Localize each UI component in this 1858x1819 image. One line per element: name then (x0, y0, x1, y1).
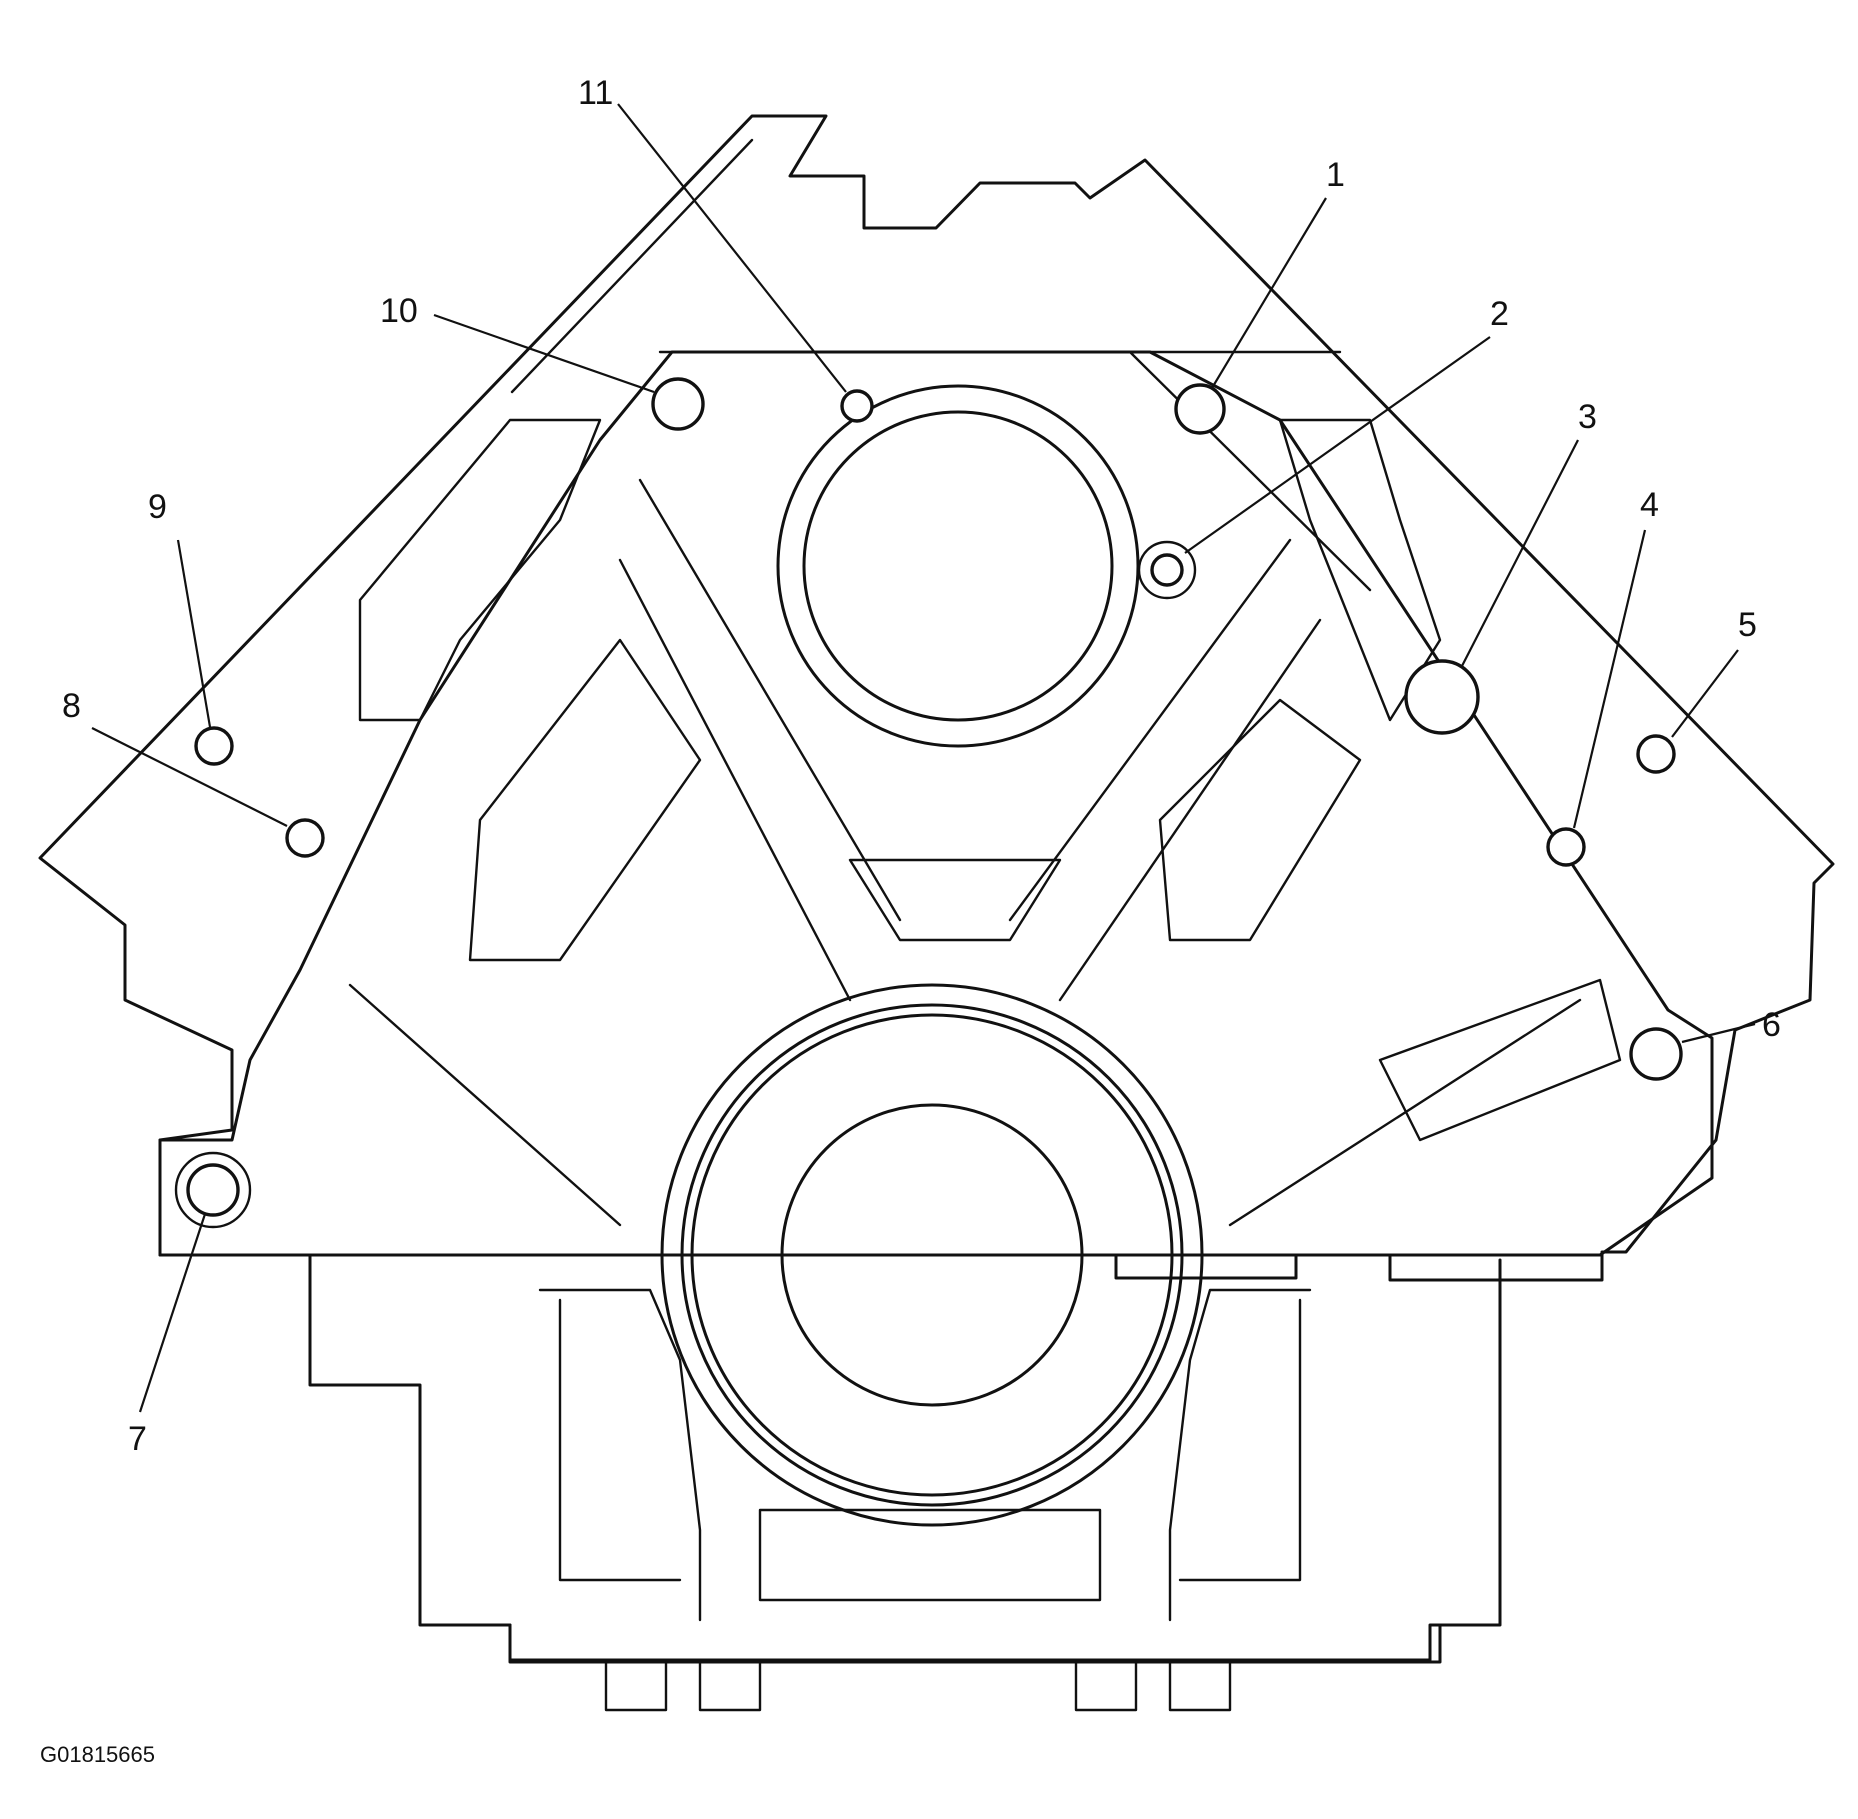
crankcase-left-cavity (558, 1298, 682, 1582)
crank-bore-ring-inner (690, 1013, 1174, 1497)
bolt-hole-3 (1404, 659, 1480, 735)
crankcase-left-rib (538, 1288, 702, 1622)
callout-1: 1 (1326, 156, 1345, 194)
oil-pan-rail (508, 1623, 1442, 1664)
engine-block-drawing (38, 114, 1835, 1712)
bolt-holes (174, 377, 1683, 1229)
pocket-left-mid (468, 638, 702, 962)
leader-8 (91, 727, 288, 827)
bolt-hole-6 (1629, 1027, 1683, 1081)
rib-lower-left (348, 983, 622, 1227)
pocket-left-upper (358, 418, 602, 722)
deck-right (1128, 350, 1372, 592)
leader-6 (1681, 1022, 1756, 1044)
bolt-hole-7-boss (174, 1151, 252, 1229)
leader-lines (91, 103, 1756, 1413)
crankcase-right-cavity (1178, 1298, 1302, 1582)
leader-10 (433, 313, 655, 394)
pan-bolt-4 (1168, 1660, 1232, 1712)
leader-9 (176, 539, 212, 728)
cylinder-bore-inner (802, 410, 1114, 722)
cylinder-bore-outer (776, 384, 1140, 748)
leader-7 (138, 1213, 207, 1413)
leader-3 (1461, 439, 1579, 667)
bolt-hole-5 (1636, 734, 1676, 774)
leader-2 (1184, 336, 1491, 554)
crankcase-right-rib (1168, 1288, 1312, 1622)
leader-5 (1671, 649, 1739, 738)
rib-right-diag-2 (1058, 618, 1322, 1002)
crank-bore-seal-ring (680, 1003, 1184, 1507)
rib-left-diag-1 (638, 478, 902, 922)
pocket-center-web (848, 858, 1062, 942)
bolt-hole-2 (1150, 553, 1184, 587)
leader-4 (1572, 529, 1647, 829)
bolt-hole-10 (651, 377, 705, 431)
deck-left (510, 138, 754, 394)
callout-5: 5 (1738, 606, 1757, 644)
crankcase-center-web (758, 1508, 1102, 1602)
bolt-hole-4 (1546, 827, 1586, 867)
bolt-hole-1 (1174, 383, 1226, 435)
callout-7: 7 (128, 1420, 147, 1458)
crank-bore-outer-seal (660, 983, 1204, 1527)
callout-4: 4 (1640, 486, 1659, 524)
callout-9: 9 (148, 488, 167, 526)
bolt-hole-9 (194, 726, 234, 766)
leader-11 (617, 103, 847, 393)
callout-10: 10 (380, 292, 418, 330)
callout-3: 3 (1578, 398, 1597, 436)
callout-6: 6 (1762, 1006, 1781, 1044)
bolt-hole-8 (285, 818, 325, 858)
bolt-hole-2-boss (1137, 540, 1197, 600)
callout-8: 8 (62, 687, 81, 725)
pan-bolt-2 (698, 1660, 762, 1712)
figure-id: G01815665 (40, 1742, 155, 1767)
rib-right-diag-1 (1008, 538, 1292, 922)
leader-1 (1211, 197, 1327, 389)
callout-2: 2 (1490, 295, 1509, 333)
pocket-right-lower (1378, 978, 1622, 1142)
front-plate-outline (158, 350, 1714, 1257)
callout-labels: 1 2 3 4 5 6 7 8 9 10 11 (62, 74, 1781, 1458)
callout-11: 11 (578, 74, 613, 112)
pocket-right-mid (1158, 698, 1362, 942)
rib-left-diag-2 (618, 558, 852, 1002)
bolt-hole-11 (840, 389, 874, 423)
pan-bolt-3 (1074, 1660, 1138, 1712)
pocket-right-upper (1278, 418, 1442, 722)
bolt-hole-7 (186, 1163, 240, 1217)
pan-bolt-1 (604, 1660, 668, 1712)
crank-bore (780, 1103, 1084, 1407)
